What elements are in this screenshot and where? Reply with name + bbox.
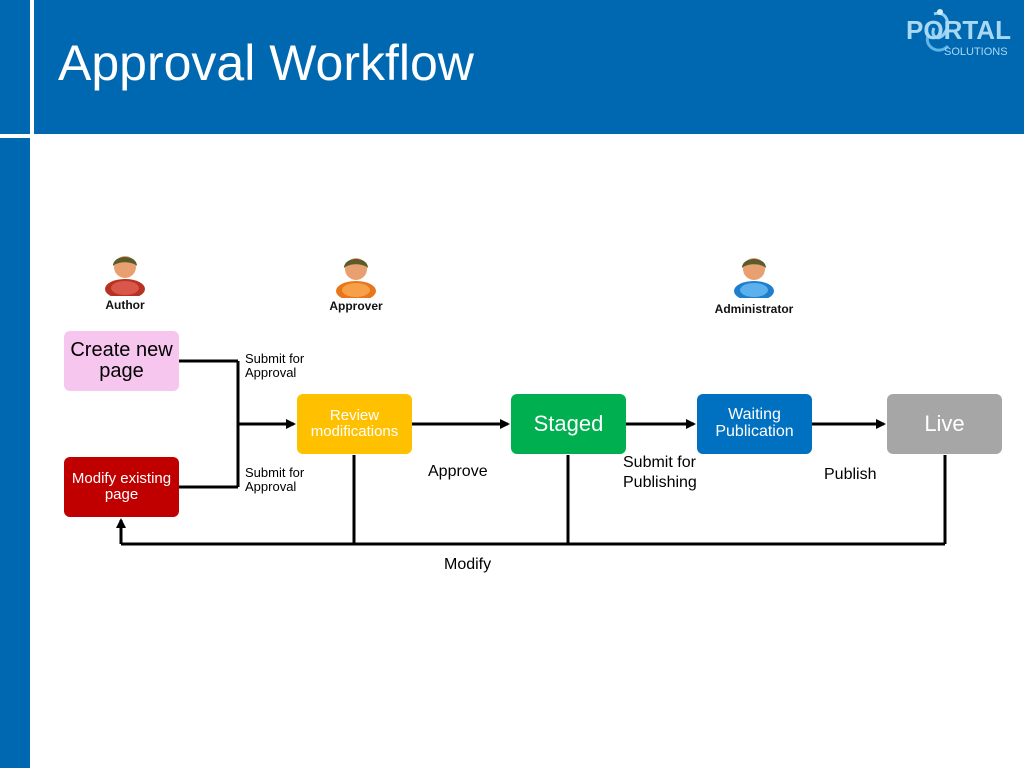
header-band — [0, 0, 1024, 134]
left-stripe-divider — [30, 138, 33, 768]
logo-subtext: SOLUTIONS — [944, 46, 1008, 58]
slide-title: Approval Workflow — [58, 35, 474, 91]
header-bottom-divider — [0, 134, 1024, 138]
logo-swirl-icon — [925, 9, 950, 52]
node-review-modifications: Review modifications — [297, 394, 412, 454]
logo-wordmark: PORTAL — [906, 15, 1011, 45]
approver-user-icon — [336, 258, 376, 298]
edge-label-submit-create: Submit for Approval — [245, 351, 305, 380]
edge-label-modify: Modify — [444, 556, 492, 573]
node-create-new-page: Create new page — [64, 331, 179, 391]
edge-label-approve: Approve — [428, 463, 488, 480]
portal-solutions-logo: PORTAL SOLUTIONS — [906, 9, 1011, 58]
administrator-user-icon — [734, 258, 774, 298]
role-label-author: Author — [105, 298, 145, 312]
edge-label-submit-modify: Submit for Approval — [245, 465, 305, 494]
edge-label-submit-publishing: Submit for Publishing — [623, 454, 697, 491]
author-user-icon — [105, 256, 145, 296]
header-divider — [30, 0, 34, 134]
node-live: Live — [887, 394, 1002, 454]
node-staged: Staged — [511, 394, 626, 454]
node-waiting-publication: Waiting Publication — [697, 394, 812, 454]
role-label-approver: Approver — [329, 299, 383, 313]
left-stripe — [0, 138, 30, 768]
edge-label-publish: Publish — [824, 466, 877, 483]
role-label-administrator: Administrator — [714, 302, 794, 316]
node-modify-existing-page: Modify existing page — [64, 457, 179, 517]
